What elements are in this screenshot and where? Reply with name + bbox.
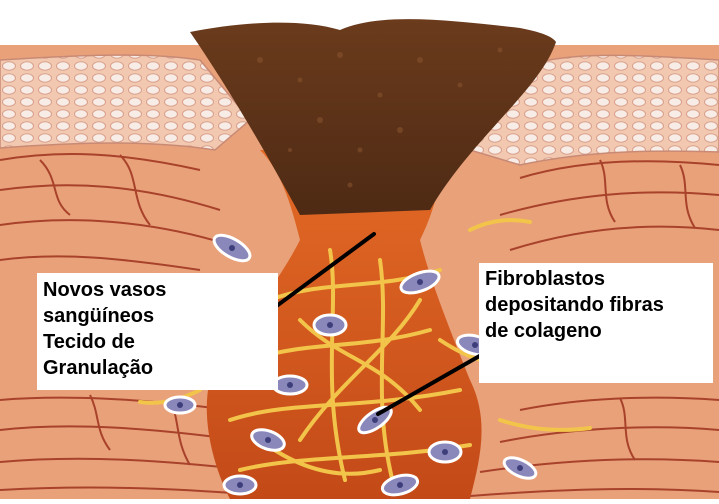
label-left-line-4: Granulação [43, 355, 278, 381]
label-left-line-3: Tecido de [43, 329, 278, 355]
label-left-line-2: sangüíneos [43, 303, 278, 329]
label-right-line-3: de colageno [485, 318, 713, 344]
label-left-line-1: Novos vasos [43, 277, 278, 303]
label-new-blood-vessels: Novos vasos sangüíneos Tecido de Granula… [37, 273, 278, 390]
label-right-line-1: Fibroblastos [485, 266, 713, 292]
label-right-line-2: depositando fibras [485, 292, 713, 318]
label-fibroblasts: Fibroblastos depositando fibras de colag… [479, 263, 713, 383]
